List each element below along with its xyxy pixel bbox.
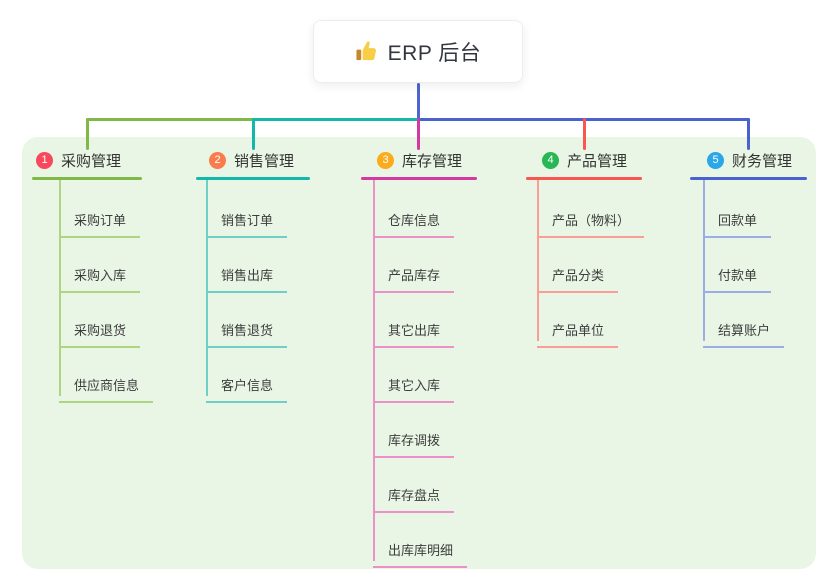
connector-horizontal-left [85, 118, 255, 121]
branch-rail [206, 177, 208, 396]
branch-number-badge: 4 [542, 151, 559, 169]
branch-underline [526, 177, 642, 180]
branch-label: 采购管理 [61, 152, 122, 170]
connector-branch-drop-3 [417, 118, 420, 150]
connector-branch-drop-5 [747, 118, 750, 150]
child-item[interactable]: 付款单 [703, 252, 772, 293]
branch-underline [690, 177, 807, 180]
root-label: ERP 后台 [387, 41, 482, 65]
child-item[interactable]: 销售出库 [206, 252, 288, 293]
branch-number-badge: 3 [377, 151, 394, 169]
root-node[interactable]: ERP 后台 [313, 20, 523, 83]
child-item[interactable]: 采购退货 [59, 307, 141, 348]
branch-underline [196, 177, 310, 180]
branches-panel [22, 137, 816, 569]
child-item[interactable]: 结算账户 [703, 307, 785, 348]
child-item[interactable]: 出库库明细 [373, 527, 468, 568]
branch-rail [59, 177, 61, 396]
child-item[interactable]: 产品（物料） [537, 197, 645, 238]
branch-rail [537, 177, 539, 341]
branch-header-5[interactable]: 5 财务管理 [707, 149, 792, 171]
child-item[interactable]: 销售退货 [206, 307, 288, 348]
branch-header-1[interactable]: 1 采购管理 [36, 149, 121, 171]
branch-header-2[interactable]: 2 销售管理 [209, 149, 294, 171]
child-item[interactable]: 采购订单 [59, 197, 141, 238]
branch-label: 产品管理 [567, 152, 628, 170]
child-item[interactable]: 库存盘点 [373, 472, 455, 513]
connector-root-vertical [417, 83, 420, 121]
branch-label: 销售管理 [234, 152, 295, 170]
connector-branch-drop-1 [85, 118, 89, 150]
child-item[interactable]: 产品库存 [373, 252, 455, 293]
branch-underline [32, 177, 142, 180]
branch-label: 财务管理 [732, 152, 793, 170]
child-item[interactable]: 库存调拨 [373, 417, 455, 458]
child-item[interactable]: 仓库信息 [373, 197, 455, 238]
connector-branch-drop-2 [251, 118, 255, 150]
branch-header-3[interactable]: 3 库存管理 [377, 149, 462, 171]
branch-header-4[interactable]: 4 产品管理 [542, 149, 627, 171]
child-item[interactable]: 回款单 [703, 197, 772, 238]
child-item[interactable]: 客户信息 [206, 362, 288, 403]
connector-horizontal-middle [251, 118, 420, 121]
child-item[interactable]: 供应商信息 [59, 362, 154, 403]
branch-rail [373, 177, 375, 561]
child-item[interactable]: 采购入库 [59, 252, 141, 293]
child-item[interactable]: 产品单位 [537, 307, 619, 348]
branch-number-badge: 5 [707, 151, 724, 169]
connector-branch-drop-4 [582, 118, 586, 150]
child-item[interactable]: 其它入库 [373, 362, 455, 403]
child-item[interactable]: 产品分类 [537, 252, 619, 293]
branch-number-badge: 1 [36, 151, 53, 169]
thumbs-up-icon [355, 40, 378, 63]
child-item[interactable]: 销售订单 [206, 197, 288, 238]
child-item[interactable]: 其它出库 [373, 307, 455, 348]
branch-underline [361, 177, 477, 180]
branch-number-badge: 2 [209, 151, 226, 169]
branch-rail [703, 177, 705, 341]
branch-label: 库存管理 [402, 152, 463, 170]
